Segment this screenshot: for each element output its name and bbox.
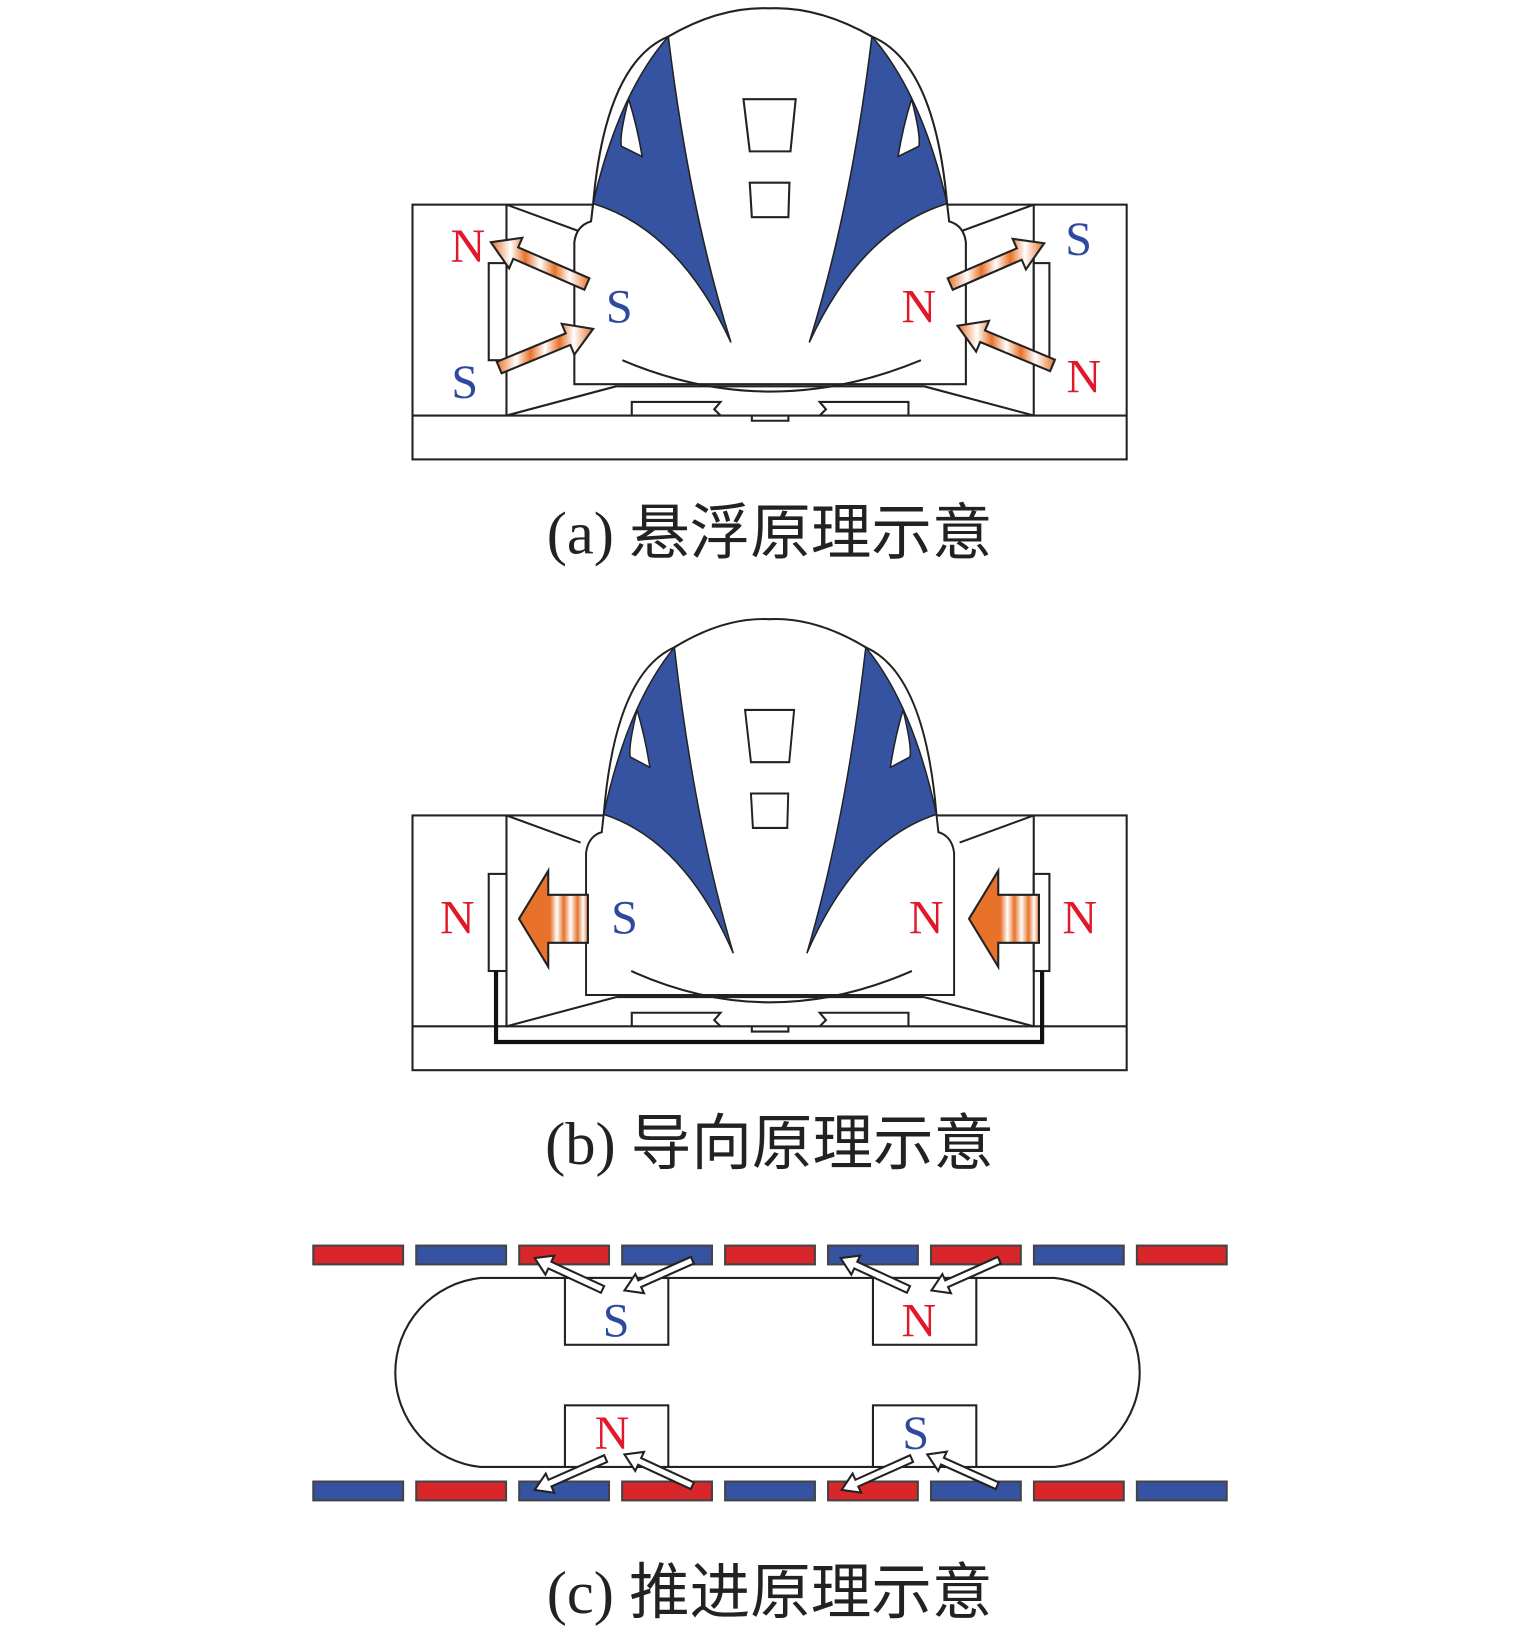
pole-label-south: S xyxy=(603,1294,630,1347)
guidance-force-arrow-icon xyxy=(967,867,1041,971)
attraction-arrow-icon xyxy=(925,1450,1001,1491)
attraction-arrow-icon xyxy=(929,1255,1003,1295)
rail-segment-north xyxy=(518,1244,611,1266)
pole-label-south: S xyxy=(1065,213,1092,266)
force-arrow-icon xyxy=(946,237,1047,292)
top-propulsion-rail xyxy=(312,1244,1228,1266)
rail-segment-north xyxy=(1032,1480,1125,1502)
attraction-arrow-icon xyxy=(839,1453,915,1494)
coil-loop xyxy=(394,1276,1141,1468)
rail-segment-south xyxy=(621,1244,713,1266)
rail-segment-north xyxy=(621,1480,713,1502)
force-arrow-icon xyxy=(488,236,591,292)
force-arrow-icon xyxy=(495,322,595,375)
panel-c-propulsion: S N N S (c) 推进原理示意 xyxy=(312,1244,1228,1627)
rail-segment-north xyxy=(929,1244,1022,1266)
right-levitation-coil xyxy=(1032,262,1051,362)
rail-segment-north xyxy=(724,1244,816,1266)
pole-label-south: S xyxy=(451,356,478,409)
panel-a-levitation: N S S S N N (a) 悬浮原理示意 xyxy=(411,7,1128,567)
rail-segment-north xyxy=(1135,1244,1228,1266)
maglev-train xyxy=(573,7,967,393)
magnet-box xyxy=(871,1276,978,1346)
pole-label-south: S xyxy=(611,891,638,944)
rail-segment-north xyxy=(827,1480,919,1502)
rail-segment-south xyxy=(312,1480,405,1502)
pole-label-north: N xyxy=(909,891,944,944)
magnet-box xyxy=(563,1276,670,1346)
pole-label-north: N xyxy=(1062,891,1097,944)
rail-segment-north xyxy=(312,1244,405,1266)
attraction-arrow-icon xyxy=(838,1254,912,1295)
magnet-box xyxy=(871,1404,978,1468)
guidance-force-arrow-icon xyxy=(517,867,589,971)
rail-segment-south xyxy=(415,1244,508,1266)
attraction-arrow-icon xyxy=(532,1254,606,1295)
pole-label-north: N xyxy=(902,281,937,334)
pole-label-south: S xyxy=(606,281,633,334)
pole-label-north: N xyxy=(902,1294,937,1347)
left-levitation-coil xyxy=(487,262,508,362)
pole-label-north: N xyxy=(440,891,475,944)
bottom-propulsion-rail xyxy=(312,1480,1228,1502)
attraction-arrow-icon xyxy=(532,1453,609,1495)
rail-segment-south xyxy=(518,1480,611,1502)
pole-label-north: N xyxy=(1067,351,1102,404)
rail-segment-south xyxy=(1032,1244,1125,1266)
attraction-arrow-icon xyxy=(622,1450,696,1491)
left-guidance-coil xyxy=(487,872,508,973)
caption-a: (a) 悬浮原理示意 xyxy=(547,500,993,567)
pole-label-south: S xyxy=(902,1407,929,1460)
panel-b-guidance: N S N N (b) 导向原理示意 xyxy=(411,617,1128,1178)
rail-segment-south xyxy=(827,1244,919,1266)
caption-c: (c) 推进原理示意 xyxy=(547,1560,993,1627)
caption-b: (b) 导向原理示意 xyxy=(545,1111,994,1178)
rail-segment-south xyxy=(724,1480,816,1502)
rail-segment-south xyxy=(1135,1480,1228,1502)
rail-segment-south xyxy=(929,1480,1022,1502)
rail-segment-north xyxy=(415,1480,508,1502)
pole-label-north: N xyxy=(451,220,486,273)
force-arrow-icon xyxy=(955,319,1057,373)
pole-label-north: N xyxy=(595,1407,630,1460)
magnet-box xyxy=(563,1404,670,1468)
attraction-arrow-icon xyxy=(622,1255,696,1295)
null-flux-wire xyxy=(493,971,1045,1045)
maglev-train xyxy=(585,617,956,1004)
